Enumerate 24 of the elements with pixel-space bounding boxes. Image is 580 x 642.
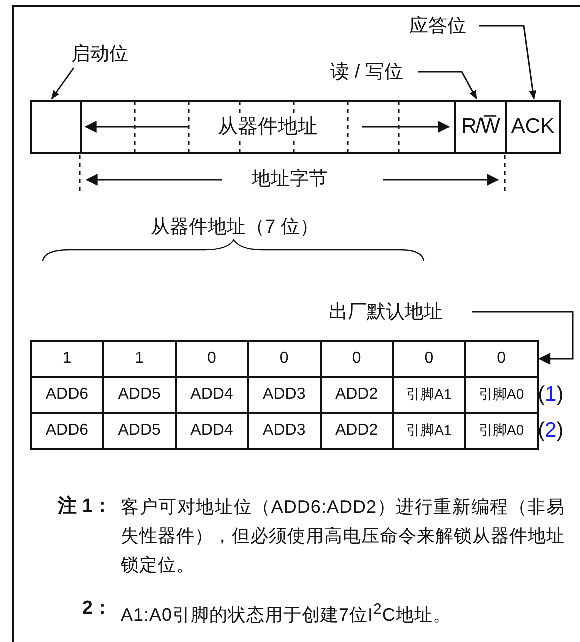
- callout-text: 出厂默认地址: [302, 298, 470, 326]
- register-field: [80, 100, 456, 154]
- table-cell: 引脚A0: [464, 412, 539, 450]
- note-text: A1:A0引脚的状态用于创建7位I$^{2}$C地址。: [121, 600, 452, 623]
- leader-arrow: [418, 71, 478, 100]
- start-bit-cell: [30, 100, 82, 154]
- callout-text: 读 / 写位: [318, 58, 416, 86]
- brace-label: 从器件地址（7 位）: [150, 216, 320, 240]
- table-cell: ADD6: [30, 412, 104, 450]
- table-cell: 0: [464, 340, 539, 378]
- callout-text: 启动位: [60, 40, 140, 68]
- leader-arrow: [472, 311, 574, 365]
- note-text: 客户可对地址位（ADD6:ADD2）进行重新编程（非易失性器件），但必须使用高电压命令来解锁从器件地址锁定位。: [121, 496, 565, 577]
- leader-arrow: [479, 25, 537, 100]
- footnote-ref: (2): [538, 418, 565, 444]
- dimension-label: 地址字节: [251, 168, 329, 192]
- footnote-ref: (1): [538, 382, 565, 408]
- table-cell: 1: [30, 340, 104, 378]
- register-field: [454, 100, 507, 154]
- note-heading: 注 1：: [56, 494, 112, 519]
- leader-arrow: [51, 68, 75, 100]
- note-heading: 2：: [81, 597, 112, 621]
- callout-text: 应答位: [398, 12, 478, 40]
- register-field: [505, 100, 561, 154]
